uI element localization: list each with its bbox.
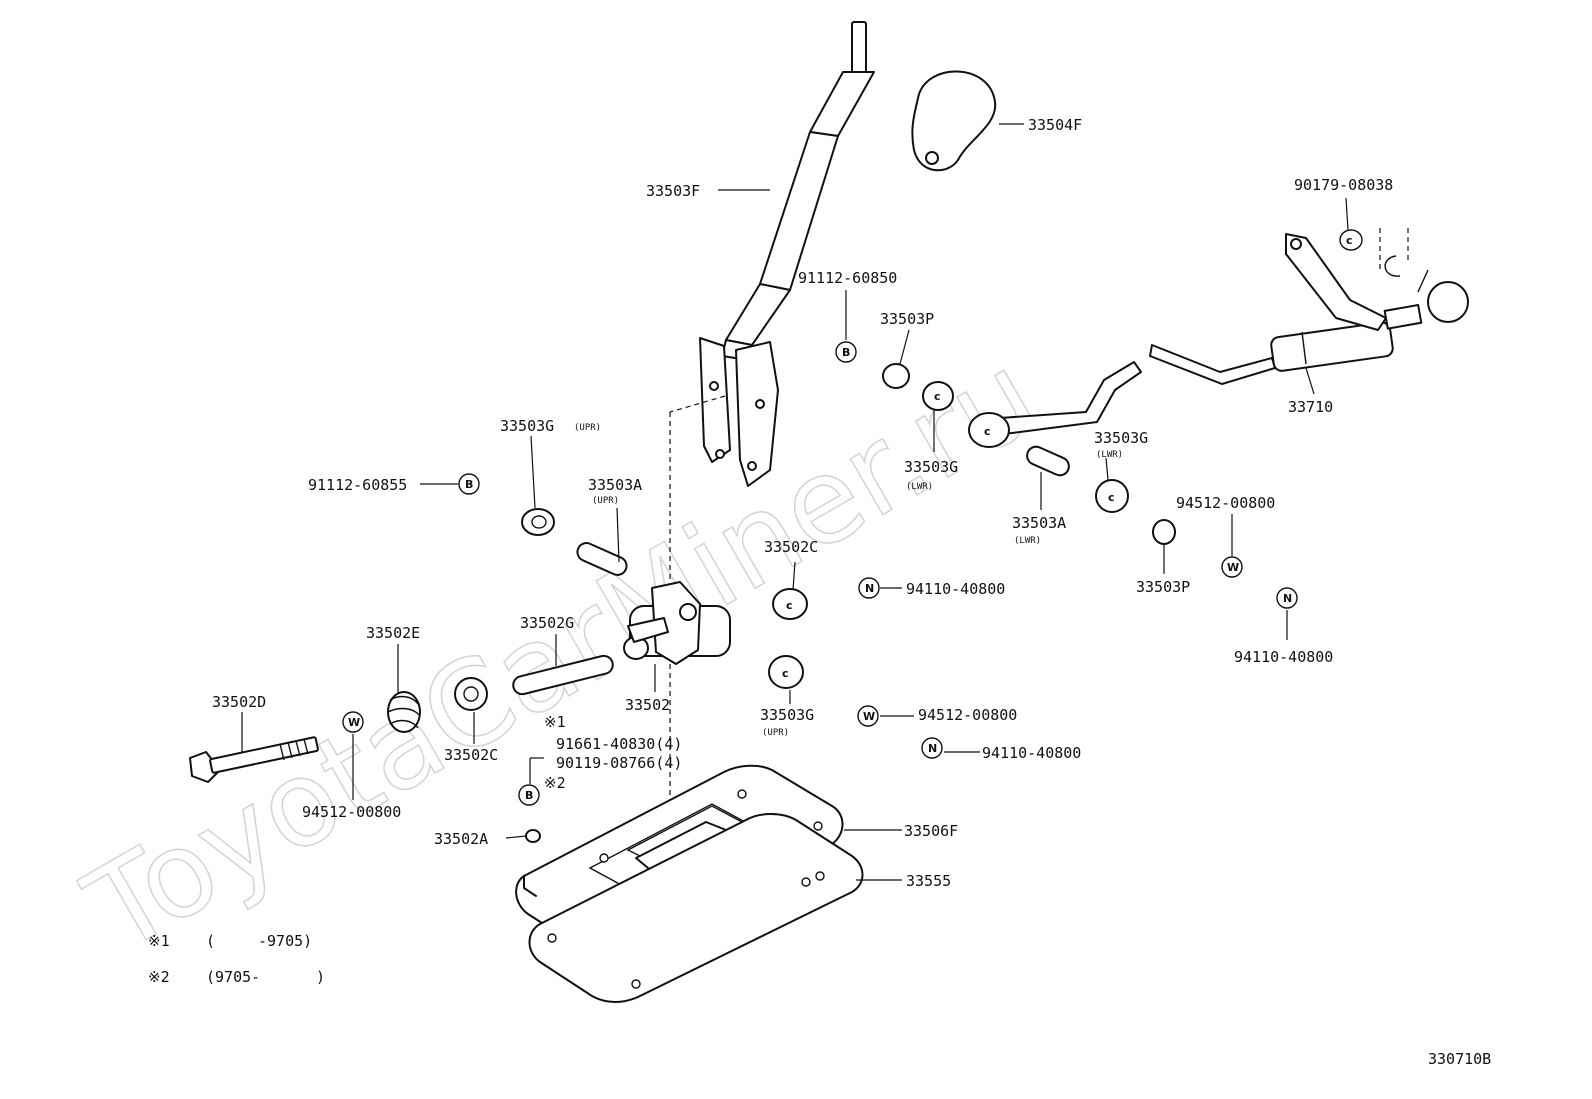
note-upr-top: (UPR): [574, 423, 601, 433]
svg-text:N: N: [865, 582, 874, 595]
svg-text:c: c: [934, 390, 941, 403]
svg-text:B: B: [842, 346, 850, 359]
svg-text:B: B: [525, 789, 533, 802]
label-94110-40800-low: 94110-40800: [982, 744, 1081, 762]
label-33503P-top: 33503P: [880, 310, 934, 328]
bolt-symbol-91661-40830: B: [518, 784, 540, 806]
note-lwr-mid: (LWR): [906, 482, 933, 492]
washer-symbol-left: W: [342, 711, 364, 733]
bushing-33502C-top: c: [772, 588, 808, 620]
spring-33502E: [387, 691, 421, 733]
shift-rod-drawing: c: [968, 228, 1469, 448]
legend-row1-mark: ※1: [148, 932, 170, 950]
bolt-symbol-91112-60855: B: [458, 473, 480, 495]
nut-symbol-mid: N: [858, 577, 880, 599]
label-33502E: 33502E: [366, 624, 420, 642]
label-33502: 33502: [625, 696, 670, 714]
label-33555: 33555: [906, 872, 951, 890]
legend-row1-value: -9705): [258, 932, 312, 950]
label-91112-60855: 91112-60855: [308, 476, 407, 494]
diagram-code: 330710B: [1428, 1050, 1491, 1068]
legend-row2-mark: ※2: [148, 968, 170, 986]
bushing-33503G-upper-low: c: [768, 655, 804, 689]
marker-1: ※1: [544, 713, 566, 731]
svg-text:W: W: [348, 716, 360, 729]
note-lwr-right: (LWR): [1096, 450, 1123, 460]
note-lwr-33503A: (LWR): [1014, 536, 1041, 546]
svg-text:c: c: [984, 425, 991, 438]
label-94512-00800-left: 94512-00800: [302, 803, 401, 821]
svg-text:N: N: [928, 742, 937, 755]
svg-text:c: c: [782, 667, 789, 680]
legend: ※1 ( -9705) ※2 (9705- ): [148, 932, 325, 986]
svg-text:N: N: [1283, 592, 1292, 605]
svg-text:c: c: [1108, 491, 1115, 504]
o-ring-33503P-top: [882, 363, 910, 389]
label-33502C-top: 33502C: [764, 538, 818, 556]
bushing-33503G-lwr: c: [922, 381, 954, 411]
label-33503F: 33503F: [646, 182, 700, 200]
bushing-33503G-upper: [521, 508, 555, 536]
pin-33502G: [512, 654, 614, 696]
nut-symbol-low: N: [921, 737, 943, 759]
label-33502G: 33502G: [520, 614, 574, 632]
note-upr-33503A: (UPR): [592, 496, 619, 506]
svg-text:B: B: [465, 478, 473, 491]
nut-33502A: [525, 829, 541, 843]
marker-2: ※2: [544, 774, 566, 792]
o-ring-33503P-right: [1152, 519, 1176, 545]
label-33506F: 33506F: [904, 822, 958, 840]
label-33503A-upr: 33503A: [588, 476, 642, 494]
svg-text:c: c: [1346, 234, 1353, 247]
pin-33503A-upper: [576, 542, 628, 576]
label-33503A-lwr: 33503A: [1012, 514, 1066, 532]
bolt-symbol-91112-60850: B: [835, 341, 857, 363]
legend-row2-value: (9705-: [206, 968, 260, 986]
label-90179-08038: 90179-08038: [1294, 176, 1393, 194]
lever-seat-33502: [623, 581, 731, 665]
leader-lines: [241, 123, 1349, 881]
svg-text:c: c: [786, 599, 793, 612]
label-94110-40800-right: 94110-40800: [1234, 648, 1333, 666]
washer-symbol-mid: W: [857, 705, 879, 727]
label-91661-40830: 91661-40830(4): [556, 735, 682, 753]
label-33710: 33710: [1288, 398, 1333, 416]
shift-lever-drawing: [669, 21, 875, 852]
label-33503G-lwr-right: 33503G: [1094, 429, 1148, 447]
label-33503G-upr-low: 33503G: [760, 706, 814, 724]
legend-row2-close: ): [316, 968, 325, 986]
nut-symbol-right: N: [1276, 587, 1298, 609]
label-33502C-low: 33502C: [444, 746, 498, 764]
bushing-33502C-low: [454, 677, 488, 711]
note-upr-low: (UPR): [762, 728, 789, 738]
svg-text:W: W: [863, 710, 875, 723]
label-33503G-upr-top: 33503G: [500, 417, 554, 435]
label-91112-60850: 91112-60850: [798, 269, 897, 287]
label-90119-08766: 90119-08766(4): [556, 754, 682, 772]
label-94512-00800-mid: 94512-00800: [918, 706, 1017, 724]
gasket-33555: [523, 813, 864, 1003]
label-33502A: 33502A: [434, 830, 488, 848]
legend-row1-open: (: [206, 932, 215, 950]
pin-33503A-lower: [1026, 445, 1070, 477]
bushing-33503G-lwr-right: c: [1095, 479, 1129, 513]
label-94512-00800-right: 94512-00800: [1176, 494, 1275, 512]
nut-symbol-90179: c: [1339, 229, 1363, 251]
svg-text:W: W: [1227, 561, 1239, 574]
shift-knob-drawing: [911, 70, 997, 172]
label-33504F: 33504F: [1028, 116, 1082, 134]
bolt-33502D: [189, 736, 319, 783]
label-33503P-right: 33503P: [1136, 578, 1190, 596]
label-33502D: 33502D: [212, 693, 266, 711]
washer-symbol-right: W: [1221, 556, 1243, 578]
label-33503G-lwr-mid: 33503G: [904, 458, 958, 476]
label-94110-40800-mid: 94110-40800: [906, 580, 1005, 598]
